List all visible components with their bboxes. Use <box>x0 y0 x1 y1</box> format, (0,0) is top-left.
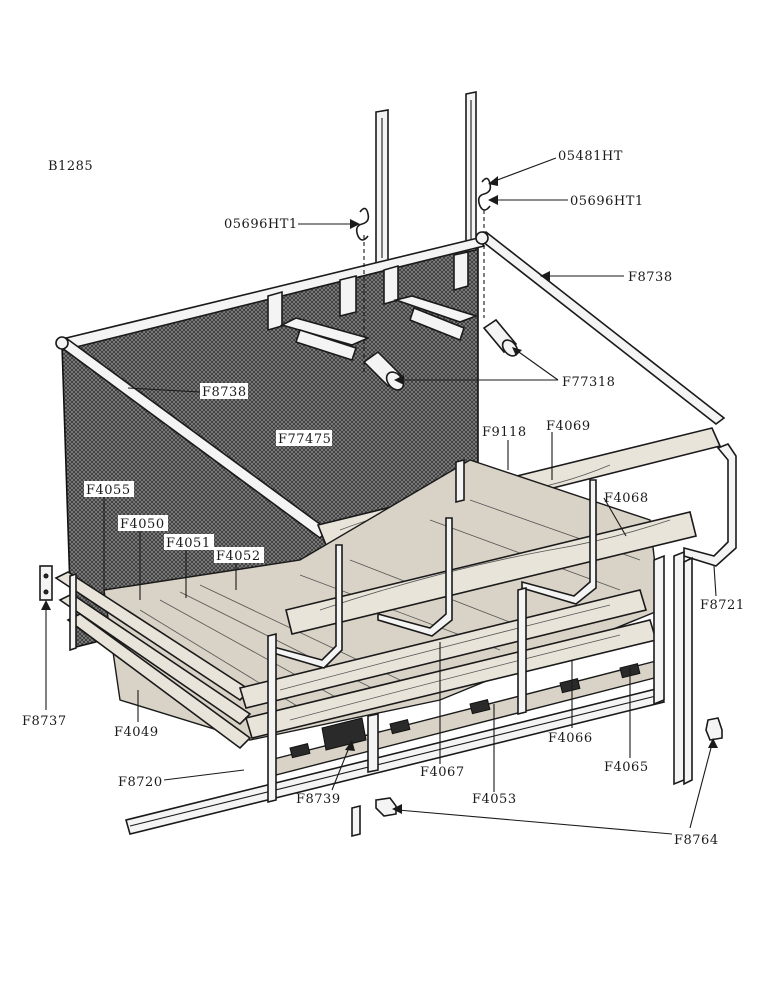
u-bracket-2 <box>377 517 453 637</box>
leader-lines <box>41 157 718 835</box>
u-bracket-f8721 <box>683 443 737 567</box>
leg-right-2 <box>673 550 685 786</box>
lower-rail-f4066 <box>238 589 648 709</box>
s-hook-left <box>355 207 370 241</box>
u-bracket-3 <box>521 479 597 605</box>
callout-F4049: F4049 <box>114 725 159 740</box>
roller-pin-right <box>482 318 519 357</box>
leg-front-left <box>267 632 277 804</box>
leg-rear-left <box>69 572 77 652</box>
hanger-bracket-left <box>267 274 371 362</box>
callout-F4052: F4052 <box>216 549 261 564</box>
callout-05696HT1-left: 05696HT1 <box>224 217 298 232</box>
callout-F8738-right: F8738 <box>628 270 673 285</box>
callout-F4051: F4051 <box>166 536 211 551</box>
callout-F4065: F4065 <box>604 760 649 775</box>
clamp-f8739 <box>321 713 379 773</box>
callout-F4068: F4068 <box>604 491 649 506</box>
loose-post <box>351 804 361 838</box>
rod-f8738-right <box>475 230 726 426</box>
callout-F4050: F4050 <box>120 517 165 532</box>
callout-F8738-left: F8738 <box>202 385 247 400</box>
side-frame-f4049 <box>54 571 252 750</box>
callout-F4053: F4053 <box>472 792 517 807</box>
hanger-bracket-right <box>383 251 479 342</box>
callout-F8721: F8721 <box>700 598 745 613</box>
leg-center <box>517 586 527 716</box>
callout-05696HT1-right: 05696HT1 <box>570 194 644 209</box>
clip-f8764-left <box>375 797 397 817</box>
bracket-f8737 <box>39 565 53 601</box>
leg-right-3 <box>683 556 693 786</box>
leg-right-1 <box>653 554 665 706</box>
post-f9118 <box>455 458 465 504</box>
callout-F9118: F9118 <box>482 425 527 440</box>
callout-F4055: F4055 <box>86 483 131 498</box>
callout-F8737: F8737 <box>22 714 67 729</box>
upright-post-left <box>375 109 389 265</box>
callout-F8720: F8720 <box>118 775 163 790</box>
callout-05481HT: 05481HT <box>558 149 623 164</box>
callout-F4069: F4069 <box>546 419 591 434</box>
callout-F8739: F8739 <box>296 792 341 807</box>
upright-post-right <box>465 91 477 253</box>
callout-F77475: F77475 <box>278 432 331 447</box>
s-hook-right <box>477 177 492 211</box>
callout-F8764: F8764 <box>674 833 719 848</box>
callout-F4067: F4067 <box>420 765 465 780</box>
clip-f8764-right <box>705 717 723 741</box>
callout-F77318: F77318 <box>562 375 615 390</box>
callout-F4066: F4066 <box>548 731 593 746</box>
diagram-id: B1285 <box>48 159 93 174</box>
